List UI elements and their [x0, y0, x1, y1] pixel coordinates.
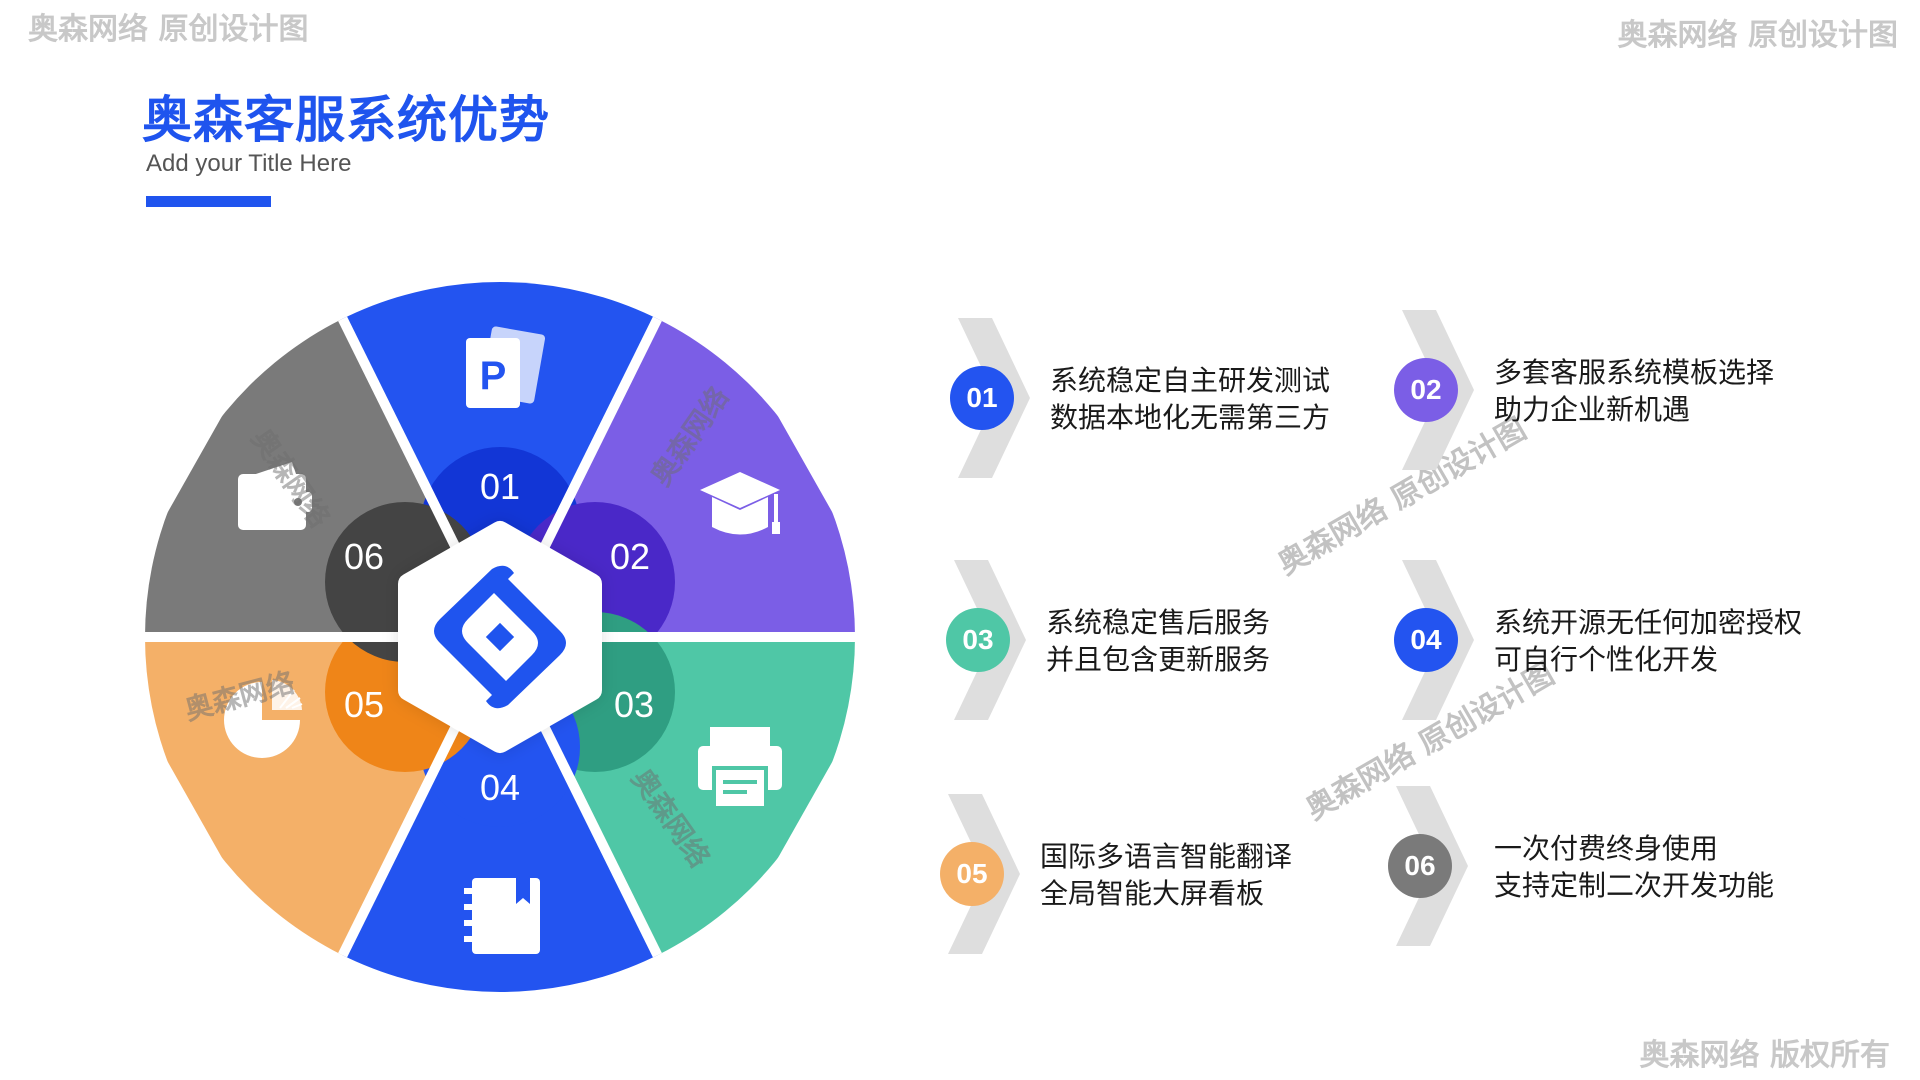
feature-text-03: 系统稳定售后服务 并且包含更新服务	[1046, 604, 1270, 678]
watermark-bottom-right: 奥森网络 版权所有	[1639, 1038, 1890, 1073]
feature-line-1: 一次付费终身使用	[1494, 832, 1719, 865]
feature-text-02: 多套客服系统模板选择 助力企业新机遇	[1494, 354, 1774, 428]
feature-line-1: 系统开源无任何加密授权	[1494, 606, 1803, 639]
page-subtitle: Add your Title Here	[146, 150, 352, 177]
segment-number-04: 04	[480, 767, 520, 808]
feature-badge-01: 01	[950, 366, 1014, 430]
svg-text:P: P	[480, 354, 507, 398]
feature-item-03: 03 系统稳定售后服务 并且包含更新服务	[946, 560, 1426, 720]
feature-line-2: 可自行个性化开发	[1494, 643, 1719, 676]
chevron-right-icon	[1396, 786, 1468, 946]
segment-number-03: 03	[614, 684, 654, 725]
feature-badge-06: 06	[1388, 834, 1452, 898]
presentation-document-icon: P	[466, 326, 546, 408]
page-title: 奥森客服系统优势	[142, 91, 550, 149]
feature-line-1: 多套客服系统模板选择	[1494, 356, 1775, 389]
feature-line-1: 国际多语言智能翻译	[1040, 840, 1293, 873]
notebook-icon	[464, 878, 540, 954]
feature-badge-05: 05	[940, 842, 1004, 906]
feature-badge-03: 03	[946, 608, 1010, 672]
feature-text-01: 系统稳定自主研发测试 数据本地化无需第三方	[1050, 362, 1330, 436]
feature-line-2: 支持定制二次开发功能	[1494, 869, 1775, 902]
feature-line-2: 全局智能大屏看板	[1040, 877, 1265, 910]
feature-item-04: 04 系统开源无任何加密授权 可自行个性化开发	[1394, 560, 1874, 720]
logo-icon	[434, 565, 566, 709]
feature-text-04: 系统开源无任何加密授权 可自行个性化开发	[1494, 604, 1802, 678]
title-underline	[146, 196, 271, 207]
feature-item-05: 05 国际多语言智能翻译 全局智能大屏看板	[940, 794, 1420, 954]
feature-line-2: 并且包含更新服务	[1046, 643, 1271, 676]
watermark-top-right: 奥森网络 原创设计图	[1617, 18, 1898, 53]
feature-badge-02: 02	[1394, 358, 1458, 422]
feature-line-2: 助力企业新机遇	[1494, 393, 1691, 426]
chevron-right-icon	[958, 318, 1030, 478]
wallet-icon	[238, 462, 312, 530]
feature-text-06: 一次付费终身使用 支持定制二次开发功能	[1494, 830, 1774, 904]
feature-line-1: 系统稳定售后服务	[1046, 606, 1271, 639]
segment-number-02: 02	[610, 536, 650, 577]
graduation-cap-icon	[700, 472, 780, 535]
feature-item-06: 06 一次付费终身使用 支持定制二次开发功能	[1388, 786, 1868, 946]
feature-badge-04: 04	[1394, 608, 1458, 672]
feature-line-1: 系统稳定自主研发测试	[1050, 364, 1331, 397]
segment-number-06: 06	[344, 536, 384, 577]
feature-line-2: 数据本地化无需第三方	[1050, 401, 1331, 434]
pie-chart-icon	[224, 680, 303, 758]
feature-item-02: 02 多套客服系统模板选择 助力企业新机遇	[1394, 310, 1874, 470]
chevron-right-icon	[948, 794, 1020, 954]
segment-number-05: 05	[344, 684, 384, 725]
printer-icon	[698, 727, 782, 806]
feature-text-05: 国际多语言智能翻译 全局智能大屏看板	[1040, 838, 1292, 912]
chevron-right-icon	[954, 560, 1026, 720]
watermark-top-left: 奥森网络 原创设计图	[28, 12, 309, 47]
feature-item-01: 01 系统稳定自主研发测试 数据本地化无需第三方	[950, 318, 1430, 478]
chevron-right-icon	[1402, 310, 1474, 470]
chevron-right-icon	[1402, 560, 1474, 720]
segment-number-01: 01	[480, 466, 520, 507]
